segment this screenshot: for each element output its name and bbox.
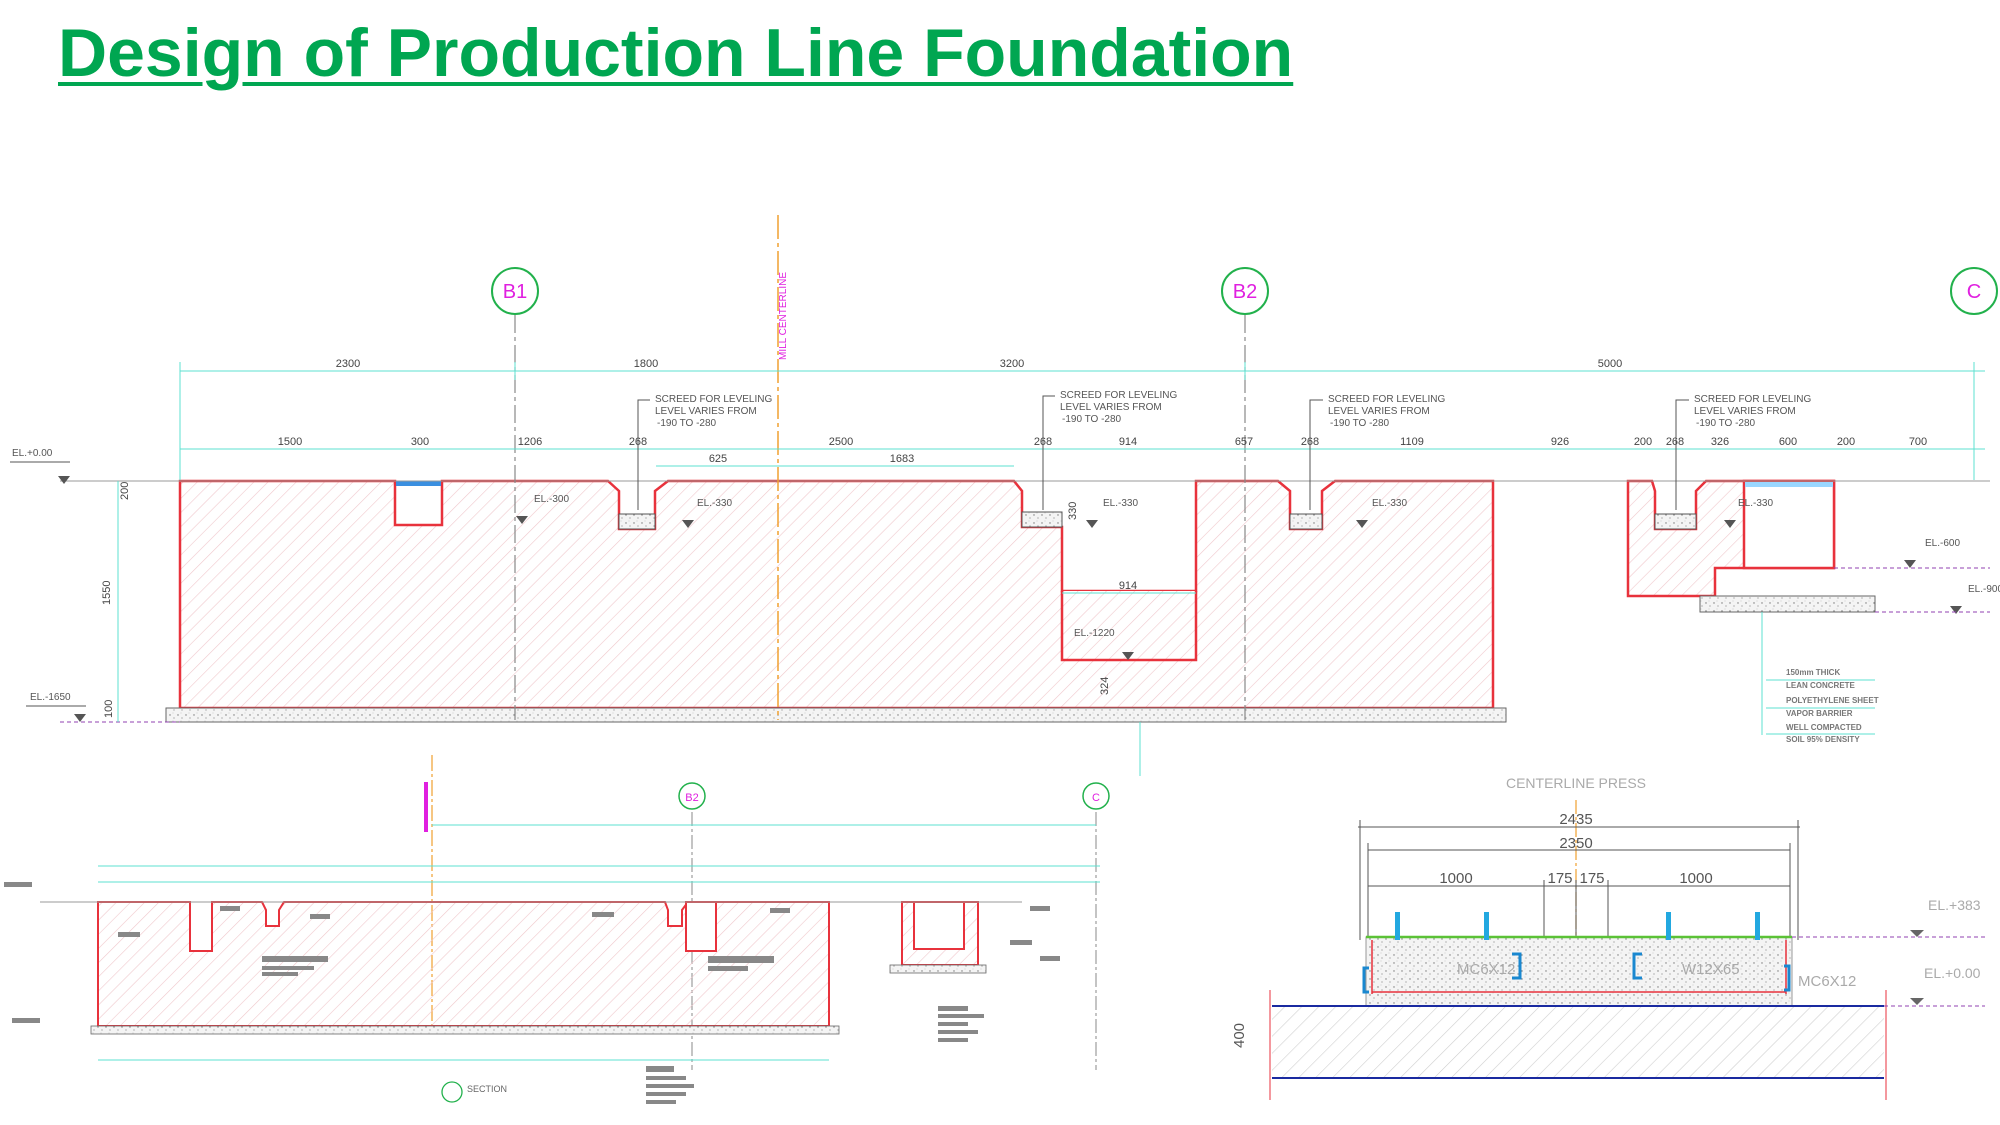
legend-line: SOIL 95% DENSITY (1786, 735, 1860, 744)
note-line: SCREED FOR LEVELING (655, 394, 772, 405)
elevation-label: EL.+383 (1928, 897, 1981, 913)
section-label: SECTION (467, 1084, 507, 1094)
press-dim: 1000 (1679, 870, 1712, 887)
dim-5000: 5000 (1598, 358, 1622, 370)
page-title: Design of Production Line Foundation (58, 15, 1294, 91)
detail-dim: 2500 (829, 436, 853, 448)
detail-dim: 625 (709, 453, 727, 465)
lean-concrete-base (165, 707, 1507, 723)
dim-3200: 3200 (1000, 358, 1024, 370)
note-line: SCREED FOR LEVELING (1328, 394, 1445, 405)
inner-dim-914: 914 (1119, 580, 1137, 592)
detail-dim: 914 (1119, 436, 1137, 448)
screed-note-2: SCREED FOR LEVELING LEVEL VARIES FROM -1… (1042, 390, 1177, 510)
section-tag: SECTION (441, 1081, 507, 1103)
member-label: MC6X12 (1457, 961, 1515, 978)
member-label: MC6X12 (1798, 973, 1856, 990)
detail-dim: 1683 (890, 453, 914, 465)
elevation-markers: EL.+0.00 EL.-300 EL.-330 EL.-330 EL.-330… (10, 448, 2000, 722)
detail-dim: 200 (1634, 436, 1652, 448)
gridline-b1-label: B1 (503, 281, 527, 303)
main-section: B1 B2 C MILL CENTERLINE 2300 1800 3200 5… (10, 215, 2000, 776)
elevation-label: EL.-600 (1925, 538, 1960, 549)
detail-dim: 268 (1666, 436, 1684, 448)
legend-line: 150mm THICK (1786, 668, 1840, 677)
elevation-label: EL.-900 (1968, 584, 2000, 595)
note-line: -190 TO -280 (657, 418, 717, 429)
gridline-b1-marker: B1 (491, 267, 539, 315)
vdim-1550: 1550 (101, 581, 113, 605)
elevation-label: EL.+0.00 (1924, 965, 1981, 981)
note-line: LEVEL VARIES FROM (1060, 402, 1162, 413)
gridline-label: C (1092, 792, 1100, 804)
press-dim: 1000 (1439, 870, 1472, 887)
press-height-dim: 400 (1231, 1023, 1248, 1048)
press-dim: 2350 (1559, 835, 1592, 852)
elevation-label: EL.-1220 (1074, 628, 1115, 639)
legend-line: LEAN CONCRETE (1786, 681, 1856, 690)
gridline-c-label: C (1967, 281, 1981, 303)
vdim-324: 324 (1099, 677, 1111, 695)
gridline-c-marker: C (1950, 267, 1998, 315)
press-dim: 175 (1547, 870, 1572, 887)
material-legend: 150mm THICK LEAN CONCRETE POLYETHYLENE S… (1761, 612, 1879, 744)
vdim-200: 200 (119, 482, 131, 500)
elevation-label: EL.-300 (534, 494, 569, 505)
screed-note-1: SCREED FOR LEVELING LEVEL VARIES FROM -1… (637, 394, 772, 510)
small-section: B2 C (4, 755, 1110, 1104)
detail-dim: 326 (1711, 436, 1729, 448)
legend-line: VAPOR BARRIER (1786, 709, 1853, 718)
detail-dim: 1109 (1400, 436, 1424, 448)
screed-note-4: SCREED FOR LEVELING LEVEL VARIES FROM -1… (1675, 394, 1811, 510)
note-line: LEVEL VARIES FROM (1694, 406, 1796, 417)
detail-dim: 300 (411, 436, 429, 448)
legend-line: POLYETHYLENE SHEET (1786, 696, 1879, 705)
elevation-label: EL.-330 (1372, 498, 1407, 509)
press-elevations: EL.+383 EL.+0.00 (1792, 897, 1985, 1007)
press-dim: 2435 (1559, 811, 1592, 828)
note-line: SCREED FOR LEVELING (1060, 390, 1177, 401)
detail-dimensions: 1500 300 1206 268 625 2500 1683 268 914 … (278, 436, 1927, 465)
small-gridline-b2: B2 (678, 782, 706, 810)
detail-dim: 200 (1837, 436, 1855, 448)
vdim-330: 330 (1067, 502, 1079, 520)
detail-dim: 1206 (518, 436, 542, 448)
press-dim: 175 (1579, 870, 1604, 887)
note-line: -190 TO -280 (1062, 414, 1122, 425)
dim-2300: 2300 (336, 358, 360, 370)
detail-dim: 1500 (278, 436, 302, 448)
detail-dim: 926 (1551, 436, 1569, 448)
note-line: SCREED FOR LEVELING (1694, 394, 1811, 405)
detail-dim: 600 (1779, 436, 1797, 448)
screed-note-3: SCREED FOR LEVELING LEVEL VARIES FROM -1… (1309, 394, 1445, 510)
press-detail: CENTERLINE PRESS 2435 2350 1000 175 175 … (1231, 775, 1985, 1100)
detail-dim: 700 (1909, 436, 1927, 448)
mill-centerline-label: MILL CENTERLINE (778, 272, 789, 360)
note-line: -190 TO -280 (1330, 418, 1390, 429)
note-line: -190 TO -280 (1696, 418, 1756, 429)
gridline-b2-marker: B2 (1221, 267, 1269, 315)
gridline-label: B2 (685, 792, 698, 804)
elevation-label: EL.+0.00 (12, 448, 53, 459)
elevation-label: EL.-1650 (30, 692, 71, 703)
press-detail-title: CENTERLINE PRESS (1506, 775, 1646, 791)
note-line: LEVEL VARIES FROM (655, 406, 757, 417)
note-line: LEVEL VARIES FROM (1328, 406, 1430, 417)
vdim-100: 100 (103, 700, 115, 718)
small-gridline-c: C (1082, 782, 1110, 810)
detail-dim: 657 (1235, 436, 1253, 448)
legend-line: WELL COMPACTED (1786, 723, 1862, 732)
gridline-b2-label: B2 (1233, 281, 1257, 303)
member-label: W12X65 (1682, 961, 1740, 978)
elevation-label: EL.-330 (1103, 498, 1138, 509)
dim-1800: 1800 (634, 358, 658, 370)
elevation-label: EL.-330 (697, 498, 732, 509)
elevation-label: EL.-330 (1738, 498, 1773, 509)
